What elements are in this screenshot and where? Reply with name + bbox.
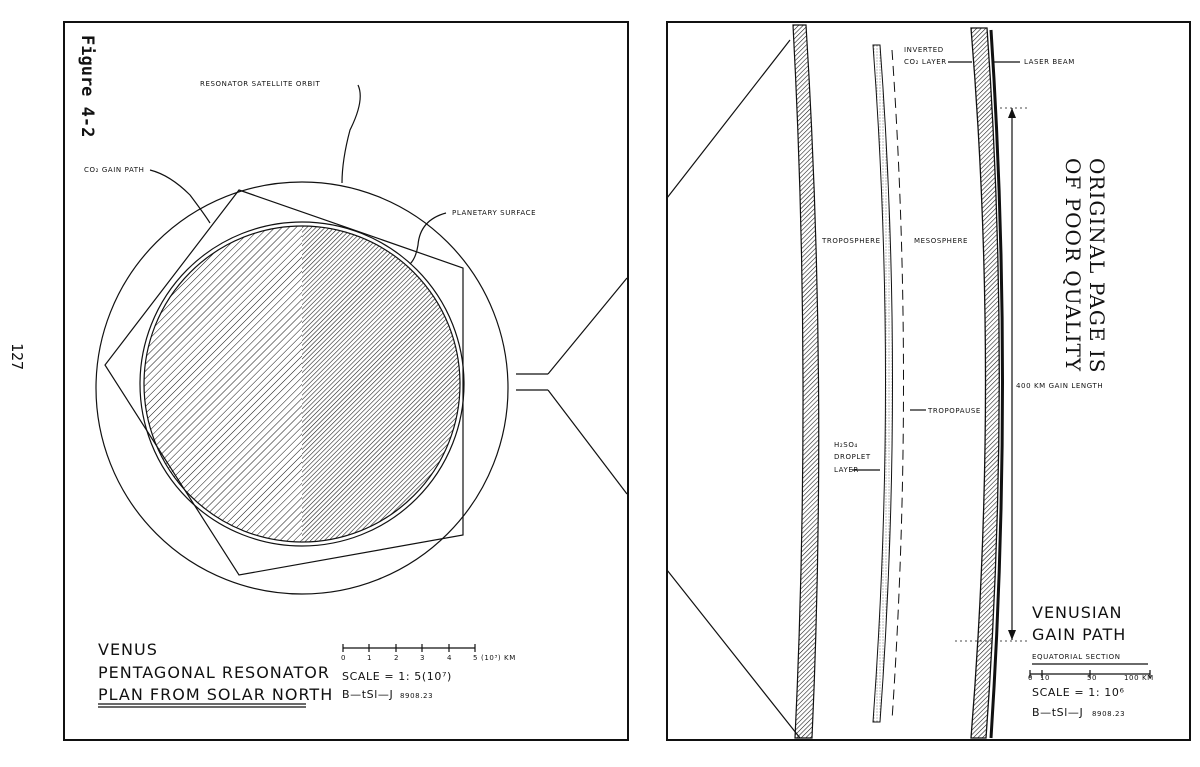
page-number: 127 xyxy=(8,343,26,370)
venus-planet xyxy=(139,221,465,547)
droplet-label-2: DROPLET xyxy=(834,453,871,461)
right-scale-tick-1: 10 xyxy=(1040,674,1050,682)
right-title-3: EQUATORIAL SECTION xyxy=(1032,653,1121,661)
pentagon-resonator-path xyxy=(104,189,464,576)
droplet-label-3: LAYER xyxy=(834,466,859,474)
left-scale-tick-1: 1 xyxy=(367,654,372,662)
orbit-leader xyxy=(341,84,361,184)
gain-path-leader xyxy=(149,169,211,224)
right-scale-tick-2: 50 xyxy=(1087,674,1097,682)
troposphere-band xyxy=(792,24,820,739)
right-title-1: VENUSIAN xyxy=(1032,603,1123,622)
gain-length-dimension xyxy=(955,107,1028,642)
surface-label: PLANETARY SURFACE xyxy=(452,209,536,217)
right-scale-bar xyxy=(1029,670,1151,678)
left-scale-tick-5: 5 xyxy=(473,654,478,662)
right-scale-tick-0: 0 xyxy=(1028,674,1033,682)
left-title-2: PENTAGONAL RESONATOR xyxy=(98,663,330,682)
troposphere-label: TROPOSPHERE xyxy=(821,237,881,245)
stamp-line-1: ORIGINAL PAGE IS xyxy=(1085,158,1109,373)
left-scale-text: SCALE = 1: 5(10⁷) xyxy=(342,670,452,683)
surface-leader xyxy=(409,212,447,265)
droplet-label-1: H₂SO₄ xyxy=(834,441,858,449)
laser-beam-path xyxy=(989,29,1004,739)
co2-layer-label: CO₂ LAYER xyxy=(904,58,947,66)
wedge-line-bottom xyxy=(666,569,801,739)
right-scale-tick-3: 100 KM xyxy=(1124,674,1154,682)
right-panel-frame xyxy=(666,21,1191,741)
right-signature-date: 8908.23 xyxy=(1092,710,1125,718)
stamp-line-2: OF POOR QUALITY xyxy=(1061,158,1085,372)
left-signature: B—tSl—J xyxy=(342,688,393,701)
left-panel-frame xyxy=(63,21,629,741)
left-scale-unit: (10³) KM xyxy=(481,654,516,662)
laser-beam-label: LASER BEAM xyxy=(1024,58,1075,66)
wedge-line-top xyxy=(666,39,791,199)
left-title-3: PLAN FROM SOLAR NORTH xyxy=(98,685,333,704)
droplet-layer-band xyxy=(872,44,893,723)
left-scale-tick-4: 4 xyxy=(447,654,452,662)
panel-connector xyxy=(516,277,628,495)
left-scale-bar xyxy=(342,644,476,652)
left-title-1: VENUS xyxy=(98,640,158,659)
left-scale-tick-3: 3 xyxy=(420,654,425,662)
gain-path-label: CO₂ GAIN PATH xyxy=(84,166,145,174)
orbit-label: RESONATOR SATELLITE ORBIT xyxy=(200,80,321,88)
left-signature-date: 8908.23 xyxy=(400,692,433,700)
right-scale-text: SCALE = 1: 10⁶ xyxy=(1032,686,1124,699)
gain-length-label: 400 KM GAIN LENGTH xyxy=(1016,382,1103,390)
mesosphere-label: MESOSPHERE xyxy=(914,237,968,245)
left-scale-tick-0: 0 xyxy=(341,654,346,662)
inverted-label: INVERTED xyxy=(904,46,944,54)
figure-label: Figure 4-2 xyxy=(77,35,97,137)
left-scale-tick-2: 2 xyxy=(394,654,399,662)
tropopause-line xyxy=(891,49,904,721)
right-signature: B—tSl—J xyxy=(1032,706,1083,719)
co2-inverted-layer xyxy=(970,27,1000,739)
tropopause-label: TROPOPAUSE xyxy=(927,407,981,415)
right-title-2: GAIN PATH xyxy=(1032,625,1126,644)
resonator-orbit-circle xyxy=(95,181,509,595)
